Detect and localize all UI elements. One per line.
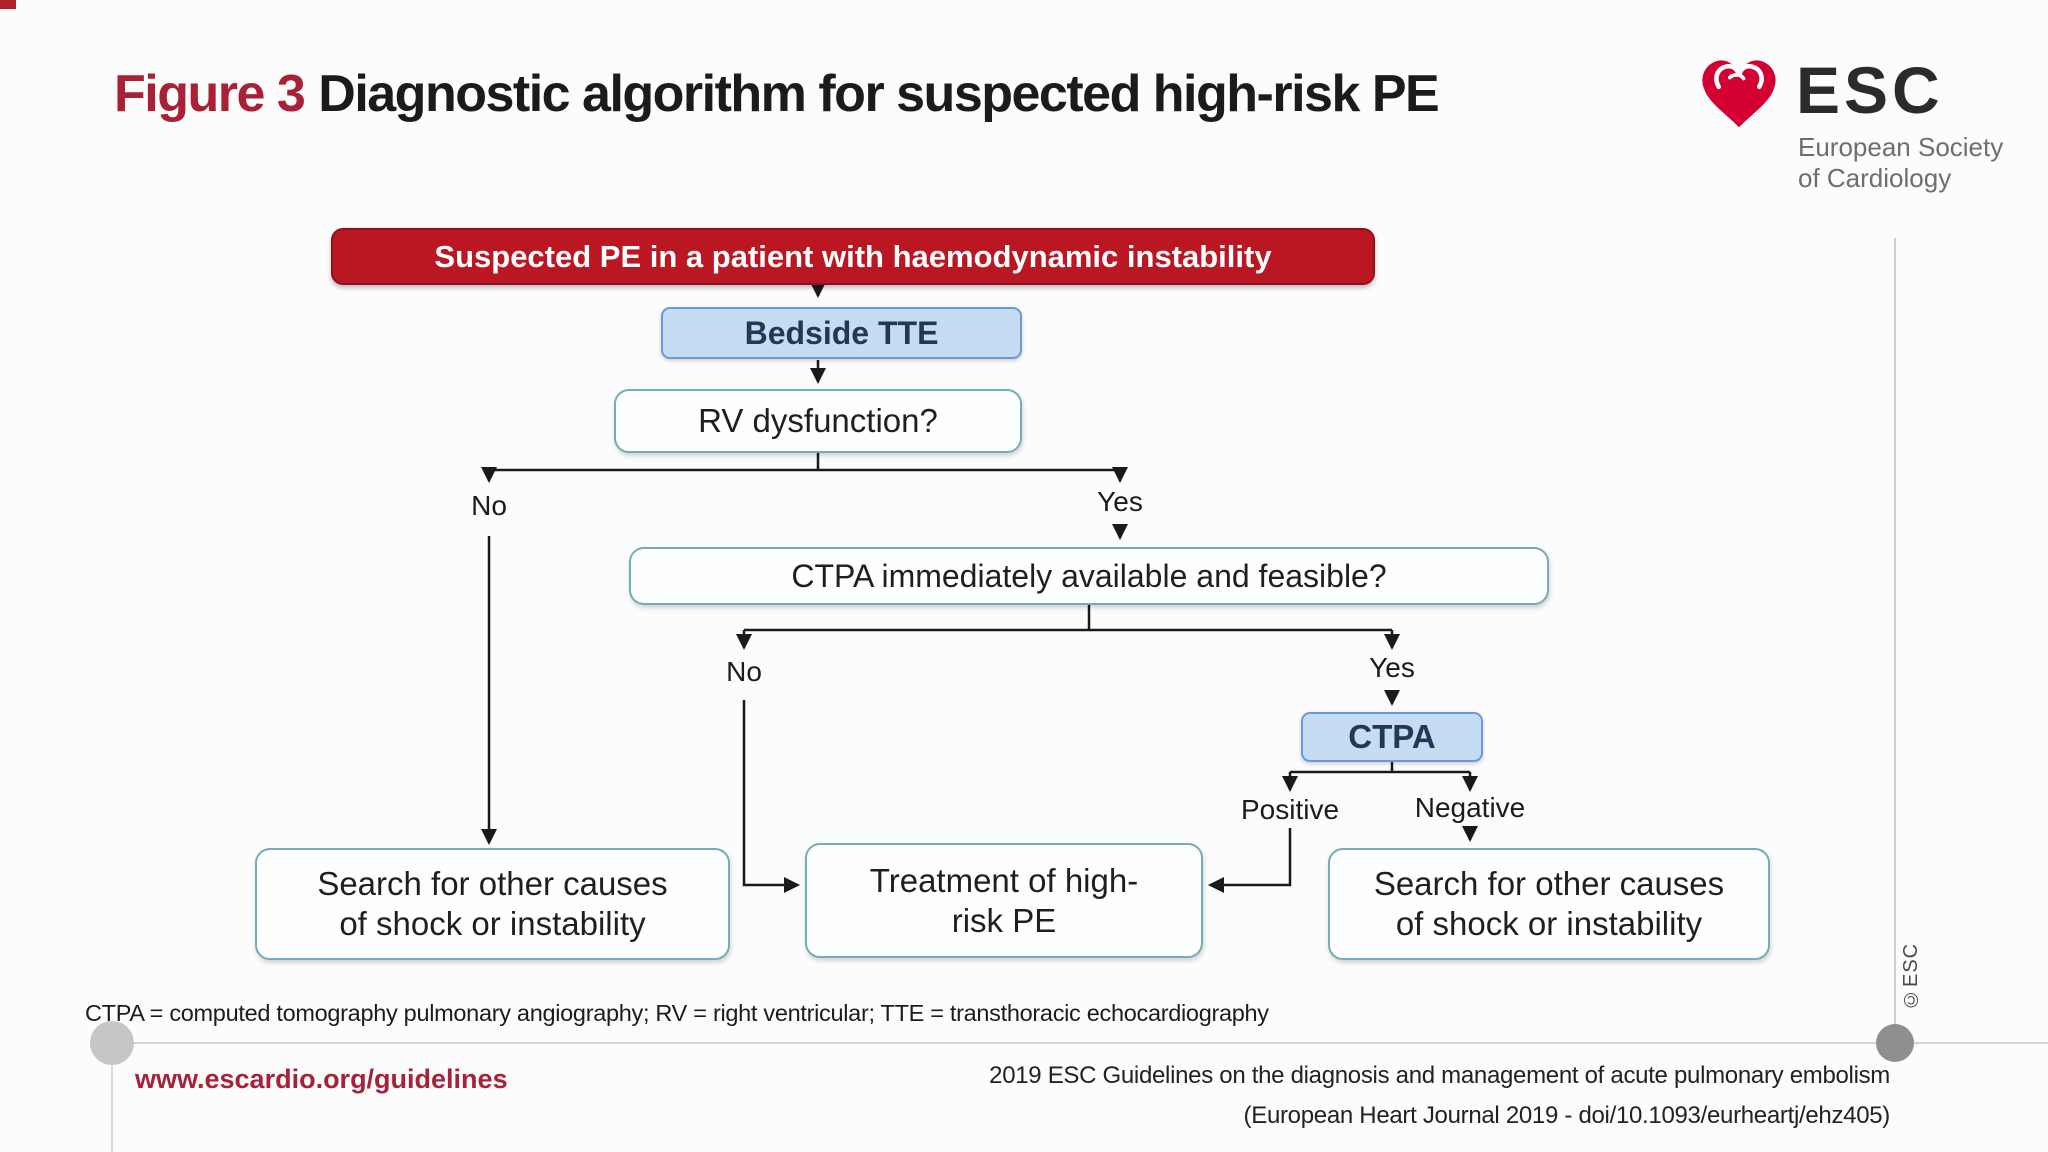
right-guide-line <box>1894 238 1896 1044</box>
node-treatment-high-risk-pe: Treatment of high- risk PE <box>805 843 1203 958</box>
esc-tagline-line2: of Cardiology <box>1798 163 1952 193</box>
node-suspected-pe: Suspected PE in a patient with haemodyna… <box>331 228 1375 285</box>
esc-heart-icon <box>1702 60 1776 128</box>
node-search-other-causes-left-label: Search for other causes of shock or inst… <box>317 865 668 942</box>
node-search-other-causes-left: Search for other causes of shock or inst… <box>255 848 730 960</box>
node-search-other-causes-right-label: Search for other causes of shock or inst… <box>1373 865 1725 942</box>
node-ctpa-available-label: CTPA immediately available and feasible? <box>791 558 1387 594</box>
esc-tagline-line1: European Society <box>1798 132 2004 162</box>
right-divider-dot <box>1876 1024 1914 1062</box>
node-ctpa-available: CTPA immediately available and feasible? <box>629 547 1549 605</box>
node-bedside-tte-label: Bedside TTE <box>744 315 939 351</box>
node-bedside-tte: Bedside TTE <box>661 307 1022 359</box>
branch-label-positive: Positive <box>1240 794 1340 825</box>
abbreviations-footnote: CTPA = computed tomography pulmonary ang… <box>85 1000 1269 1026</box>
figure-number-label: Figure 3 <box>114 65 306 123</box>
citation-line1: 2019 ESC Guidelines on the diagnosis and… <box>989 1062 1890 1089</box>
corner-accent <box>0 0 16 9</box>
node-search-other-causes-right: Search for other causes of shock or inst… <box>1328 848 1770 960</box>
node-ctpa: CTPA <box>1301 712 1483 762</box>
node-treatment-high-risk-pe-label: Treatment of high- risk PE <box>869 861 1139 939</box>
guidelines-url-link[interactable]: www.escardio.org/guidelines <box>135 1064 508 1094</box>
citation-block: 2019 ESC Guidelines on the diagnosis and… <box>989 1056 1890 1136</box>
esc-abbr: ESC <box>1796 53 1944 127</box>
branch-label-ctpa-yes: Yes <box>1369 652 1415 683</box>
branch-label-rv-no: No <box>471 490 507 521</box>
citation-line2: (European Heart Journal 2019 - doi/10.10… <box>1243 1102 1891 1129</box>
esc-copyright: ©ESC <box>1900 942 1922 1010</box>
branch-label-rv-yes: Yes <box>1097 486 1143 517</box>
node-rv-dysfunction-label: RV dysfunction? <box>698 402 938 439</box>
node-rv-dysfunction: RV dysfunction? <box>614 389 1022 453</box>
esc-tagline: European Society of Cardiology <box>1798 132 2003 194</box>
footer-divider <box>90 1042 2048 1044</box>
left-divider-dot <box>90 1021 134 1065</box>
figure-title-text: Diagnostic algorithm for suspected high-… <box>318 65 1439 123</box>
branch-label-ctpa-no: No <box>726 656 762 687</box>
left-guide-line <box>111 1043 113 1152</box>
node-ctpa-label: CTPA <box>1348 718 1436 755</box>
node-suspected-pe-label: Suspected PE in a patient with haemodyna… <box>434 238 1272 274</box>
branch-label-negative: Negative <box>1414 792 1526 823</box>
